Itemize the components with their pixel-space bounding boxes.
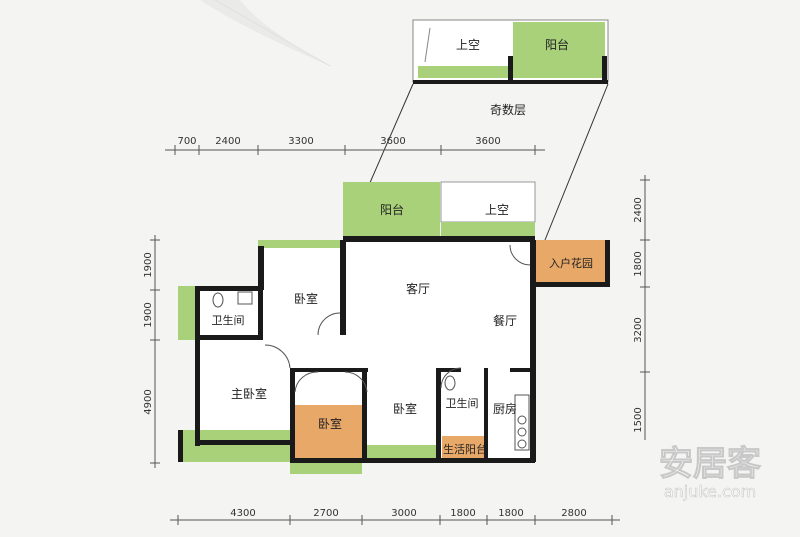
service-balcony-label: 生活阳台: [443, 442, 487, 456]
dim-left-1900a: 1900: [143, 252, 154, 277]
dim-top-2400: 2400: [215, 136, 240, 147]
watermark-brand: 安居客: [659, 444, 761, 484]
balcony-top: [343, 182, 440, 240]
dimension-right: [640, 175, 650, 440]
upper-balcony-label: 阳台: [545, 37, 569, 52]
balcony-label: 阳台: [380, 202, 404, 217]
upper-void-label: 上空: [456, 38, 480, 52]
void-label: 上空: [485, 203, 509, 217]
odd-floor-caption: 奇数层: [490, 102, 526, 117]
living-room-label: 客厅: [406, 281, 430, 296]
main-plan: 阳台 上空 入户花园 客厅 餐厅 卧室 卫生间 主卧室 卧室 卧室 卫生间 厨房…: [178, 181, 610, 474]
dim-top-3300: 3300: [288, 136, 313, 147]
entry-garden-label: 入户花园: [549, 256, 593, 270]
bathroom-right-label: 卫生间: [446, 396, 479, 410]
dim-top-700: 700: [177, 136, 196, 147]
dim-bottom-4300: 4300: [230, 508, 255, 519]
dim-bottom-3000: 3000: [391, 508, 416, 519]
dim-bottom-1800b: 1800: [498, 508, 523, 519]
anjuke-watermark: 安居客 anjuke.com: [659, 444, 762, 502]
bathroom-left-label: 卫生间: [212, 313, 245, 327]
dim-left-1900b: 1900: [143, 302, 154, 327]
dim-right-3200: 3200: [633, 317, 644, 342]
entry-garden: [535, 240, 610, 284]
dim-right-2400: 2400: [633, 197, 644, 222]
bedroom-orange: [292, 405, 362, 462]
dim-top-3600a: 3600: [380, 136, 405, 147]
dim-bottom-2700: 2700: [313, 508, 338, 519]
leaf-decoration: [200, 0, 335, 68]
bedroom-top-label: 卧室: [294, 291, 318, 306]
master-bedroom-label: 主卧室: [231, 386, 267, 401]
upper-plan: 上空 阳台 奇数层: [344, 19, 609, 241]
dim-right-1800: 1800: [633, 251, 644, 276]
bedroom-mid-label: 卧室: [393, 401, 417, 416]
dim-top-3600b: 3600: [475, 136, 500, 147]
dim-bottom-2800: 2800: [561, 508, 586, 519]
dimension-bottom: [170, 515, 620, 525]
watermark-url: anjuke.com: [664, 482, 756, 501]
dim-left-4900: 4900: [143, 389, 154, 414]
dimension-left: [150, 235, 160, 468]
bedroom-orange-label: 卧室: [318, 416, 342, 431]
dim-bottom-1800a: 1800: [450, 508, 475, 519]
dining-room-label: 餐厅: [493, 313, 517, 328]
kitchen-label: 厨房: [493, 401, 517, 416]
dimension-top: [165, 145, 545, 155]
dim-right-1500: 1500: [633, 407, 644, 432]
